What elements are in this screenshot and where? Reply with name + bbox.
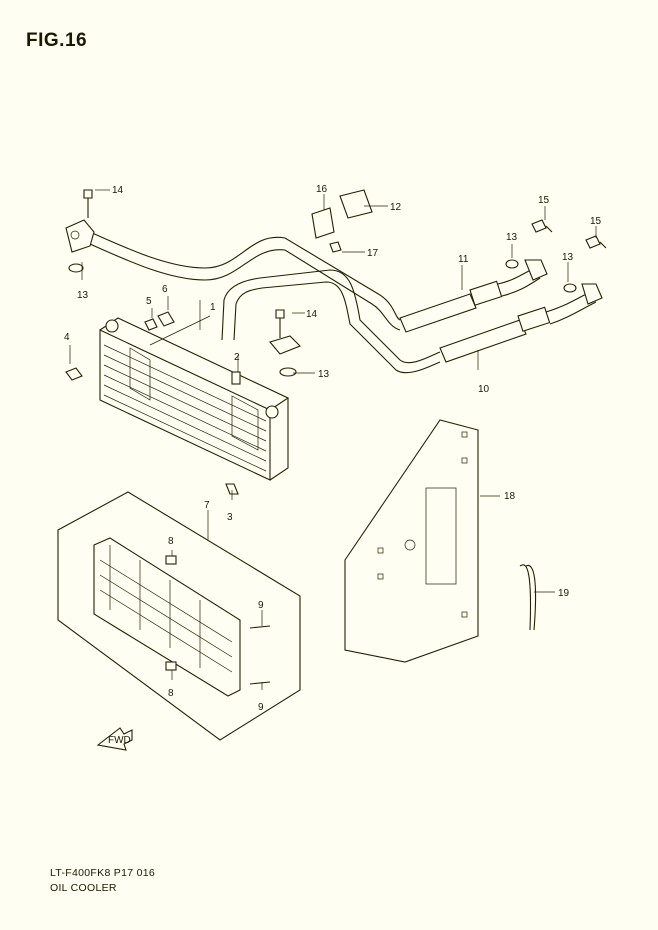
oil-pipe-upper (65, 219, 401, 331)
callout-8a: 8 (168, 536, 174, 547)
callout-9b: 9 (258, 702, 264, 713)
callout-13d: 13 (562, 252, 574, 263)
fwd-arrow-label: FWD (108, 735, 131, 746)
callout-9a: 9 (258, 600, 264, 611)
cable-tie-19 (519, 564, 537, 631)
figure-name: OIL COOLER (50, 882, 117, 894)
callout-6: 6 (162, 284, 168, 295)
callout-7: 7 (204, 500, 210, 511)
callout-13a: 13 (77, 290, 89, 301)
oil-hose-10 (439, 283, 603, 363)
callout-14a: 14 (112, 185, 124, 196)
callout-12: 12 (390, 202, 402, 213)
callout-2: 2 (234, 352, 240, 363)
callout-8b: 8 (168, 688, 174, 699)
callout-4: 4 (64, 332, 70, 343)
callout-15a: 15 (538, 195, 550, 206)
cooler-guard-7 (57, 491, 301, 741)
callout-1: 1 (210, 302, 216, 313)
figure-code: LT-F400FK8 P17 016 (50, 867, 156, 879)
callout-13c: 13 (506, 232, 518, 243)
parts-small (65, 189, 607, 495)
callout-3: 3 (227, 512, 233, 523)
fwd-arrow-icon: FWD (96, 727, 133, 751)
leader-lines (69, 189, 597, 690)
heat-shield-18 (344, 419, 479, 663)
oil-hose-11 (399, 259, 548, 333)
callout-17: 17 (367, 248, 379, 259)
callout-16: 16 (316, 184, 328, 195)
callout-19: 19 (558, 588, 570, 599)
callout-14b: 14 (306, 309, 318, 320)
callout-5: 5 (146, 296, 152, 307)
callout-11: 11 (458, 254, 469, 265)
callout-18: 18 (504, 491, 516, 502)
callout-13b: 13 (318, 369, 330, 380)
callout-labels: 14 13 1 2 3 4 5 6 7 8 8 9 9 10 11 12 13 … (64, 184, 602, 713)
callout-10: 10 (478, 384, 490, 395)
figure-title: FIG.16 (26, 30, 88, 51)
callout-15b: 15 (590, 216, 602, 227)
oil-cooler-core (99, 317, 290, 481)
oil-pipe-lower (221, 269, 441, 374)
